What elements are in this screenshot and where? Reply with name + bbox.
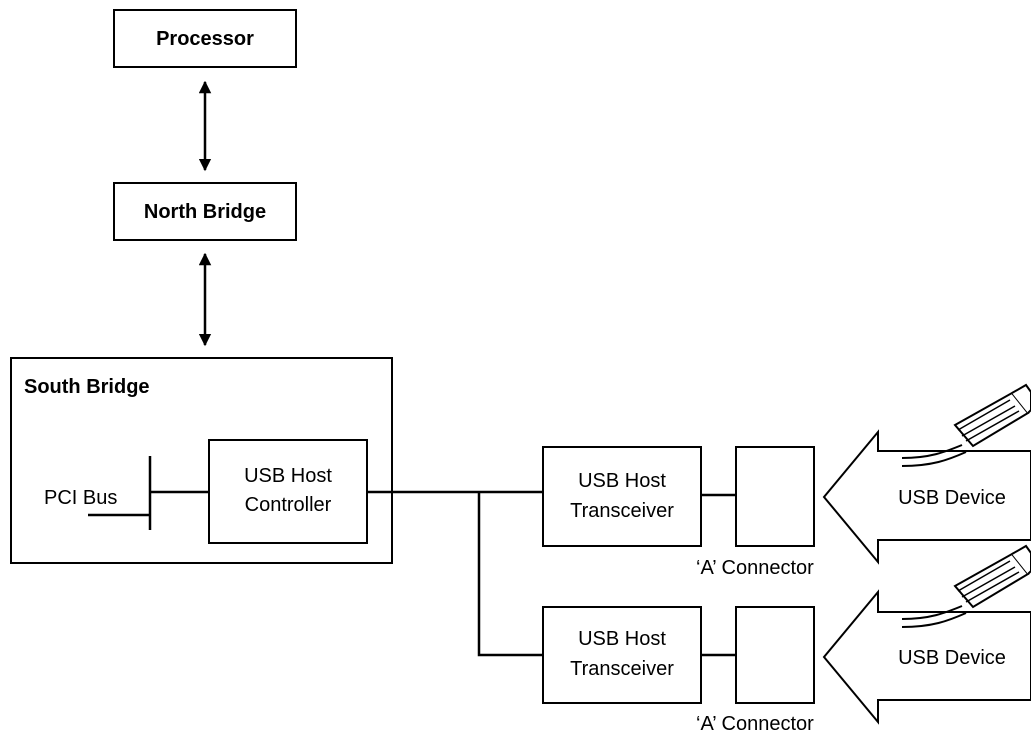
usb-host-transceiver-1: USB Host Transceiver	[542, 446, 702, 547]
a-connector-1	[735, 446, 815, 547]
processor-label: Processor	[156, 28, 254, 50]
transceiver-1-line2: Transceiver	[570, 500, 674, 522]
usb-device-2-arrow: USB Device	[822, 589, 1031, 725]
north-bridge-box: North Bridge	[113, 182, 297, 241]
pci-bus-label: PCI Bus	[44, 487, 117, 509]
transceiver-1-line1: USB Host	[578, 470, 666, 492]
a-connector-2	[735, 606, 815, 704]
controller-line2: Controller	[245, 494, 332, 516]
controller-line1: USB Host	[244, 465, 332, 487]
a-connector-2-label: ‘A’ Connector	[696, 713, 814, 735]
usb-device-1-arrow: USB Device	[822, 429, 1031, 565]
usb-device-1-label: USB Device	[898, 487, 1006, 509]
branch-to-transceiver2-wire	[477, 492, 543, 657]
usb-host-controller-box: USB Host Controller	[208, 439, 368, 544]
processor-box: Processor	[113, 9, 297, 68]
usb-device-2-label: USB Device	[898, 647, 1006, 669]
south-bridge-label: South Bridge	[24, 376, 150, 398]
north-bridge-label: North Bridge	[144, 201, 266, 223]
usb-plug-2-icon	[901, 544, 1031, 628]
usb-plug-1-icon	[901, 383, 1031, 467]
a-connector-1-label: ‘A’ Connector	[696, 557, 814, 579]
transceiver-2-line1: USB Host	[578, 628, 666, 650]
transceiver-2-line2: Transceiver	[570, 658, 674, 680]
usb-host-transceiver-2: USB Host Transceiver	[542, 606, 702, 704]
